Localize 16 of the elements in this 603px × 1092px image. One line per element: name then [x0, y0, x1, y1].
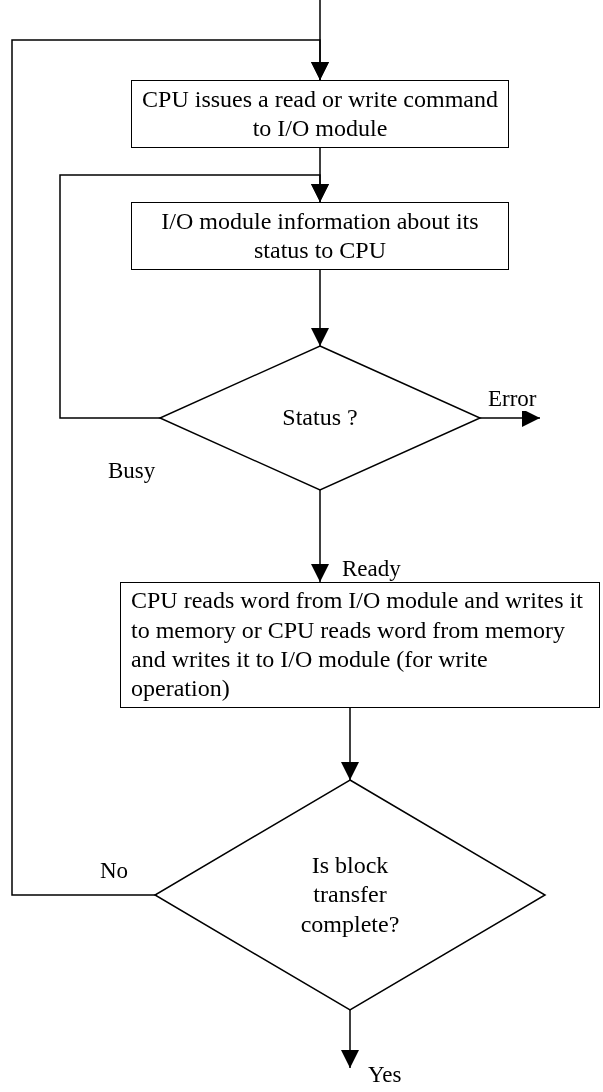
node-text: I/O module information about its status to CPU — [160, 206, 480, 265]
decision-diamond — [160, 346, 480, 490]
arrow — [341, 1009, 359, 1069]
arrow — [11, 39, 329, 896]
node-text: CPU issues a read or write command to I/O module — [142, 84, 498, 143]
arrow — [311, 269, 329, 347]
process-box — [131, 202, 509, 270]
arrow — [479, 409, 541, 427]
node-text: CPU reads word from I/O module and writes it to memory or CPU reads word from memory and writes it to I/O module (for write operation) — [131, 586, 584, 704]
node-text: Is block transfer complete? — [299, 851, 401, 939]
arrow — [311, 489, 329, 583]
process-box — [131, 80, 509, 148]
arrow — [59, 174, 329, 419]
node-text: Status ? — [282, 403, 358, 433]
decision-diamond — [155, 780, 545, 1010]
arrow — [341, 707, 359, 781]
